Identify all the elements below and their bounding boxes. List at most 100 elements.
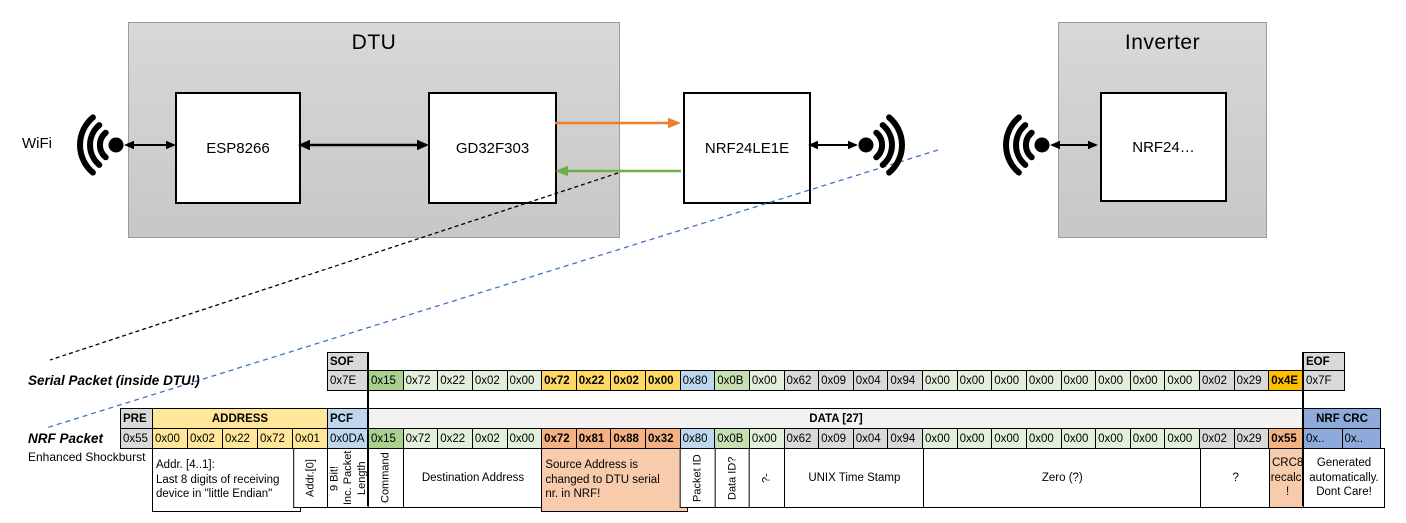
annotation: Command <box>368 448 405 508</box>
byte-cell: 0x00 <box>923 429 958 448</box>
annotation: Data ID? <box>714 448 752 508</box>
byte-cell: 0x22 <box>223 429 258 448</box>
data-left-separator <box>367 352 369 506</box>
byte-cell: 0x04 <box>853 429 889 448</box>
component-esp8266-label: ESP8266 <box>206 139 270 157</box>
serial-packet-label: Serial Packet (inside DTU!) <box>28 373 200 388</box>
byte-cell: 0x0B <box>715 371 750 390</box>
byte-cell: 0x00 <box>1061 371 1097 390</box>
data-header-cell: DATA [27] <box>368 408 1304 429</box>
enhanced-shockburst-label: Enhanced Shockburst <box>28 450 146 464</box>
byte-cell: 0x02 <box>188 429 223 448</box>
component-nrf24le1e-label: NRF24LE1E <box>704 139 790 157</box>
byte-cell: 0x02 <box>472 429 508 448</box>
annotation: CRC8 recalc. ! <box>1269 448 1306 508</box>
byte-cell: 0x72 <box>542 429 577 448</box>
pcf-value-cell: 0x0DA <box>327 428 369 449</box>
component-nrf24-inverter: NRF24… <box>1100 92 1227 202</box>
component-nrf24le1e: NRF24LE1E <box>683 92 811 204</box>
annotation: Destination Address <box>402 448 544 508</box>
pcf-header-cell: PCF <box>327 408 369 429</box>
byte-cell: 0x02 <box>611 371 646 390</box>
inverter-container: Inverter <box>1058 22 1267 238</box>
nrf-crc-header-cell: NRF CRC <box>1303 408 1381 429</box>
eof-value-cell: 0x7F <box>1303 370 1345 391</box>
address-header-cell: ADDRESS <box>152 408 328 429</box>
byte-cell: 0x00 <box>153 429 188 448</box>
byte-cell: 0x00 <box>923 371 958 390</box>
byte-cell: 0x01 <box>293 429 327 448</box>
byte-cell: 0x00 <box>507 429 543 448</box>
component-esp8266: ESP8266 <box>175 92 301 204</box>
byte-cell: 0x02 <box>1200 371 1235 390</box>
data-right-separator <box>1302 352 1304 506</box>
byte-cell: 0x00 <box>749 429 785 448</box>
annotation: Addr. [4..1]: Last 8 digits of receiving… <box>152 448 301 512</box>
wifi-icon-left <box>80 117 123 172</box>
byte-cell: 0x00 <box>1061 429 1097 448</box>
arrow-nrf24le1e-antenna <box>808 140 858 150</box>
annotation: Generated automatically. Dont Care! <box>1303 448 1385 508</box>
antenna-icon-inverter <box>1006 117 1049 172</box>
pre-value-cell: 0x55 <box>120 428 153 449</box>
byte-cell: 0x00 <box>1096 371 1131 390</box>
byte-cell: 0x72 <box>403 429 439 448</box>
byte-cell: 0x72 <box>258 429 293 448</box>
byte-cell: 0x88 <box>611 429 646 448</box>
byte-cell: 0x62 <box>784 429 820 448</box>
annotation: Zero (?) <box>922 448 1202 508</box>
annotation: Packet ID <box>680 448 717 508</box>
annotation: 9 Bit! Inc. Packet Length <box>327 448 371 508</box>
byte-cell: 0x00 <box>1165 429 1200 448</box>
sof-header-cell: SOF <box>327 352 369 371</box>
byte-cell: 0x00 <box>1026 429 1062 448</box>
component-gd32f303: GD32F303 <box>428 92 557 204</box>
byte-cell: 0x00 <box>646 371 681 390</box>
byte-cell: 0x02 <box>1200 429 1235 448</box>
annotation: Source Address is changed to DTU serial … <box>541 448 688 512</box>
byte-cell: 0x22 <box>576 371 612 390</box>
byte-cell: 0x00 <box>957 371 993 390</box>
byte-cell: 0x04 <box>853 371 889 390</box>
byte-cell: 0x02 <box>472 371 508 390</box>
sof-value-cell: 0x7E <box>327 370 369 391</box>
byte-cell: 0x0B <box>715 429 750 448</box>
pre-header-cell: PRE <box>120 408 153 429</box>
byte-cell: 0x81 <box>576 429 612 448</box>
byte-cell: 0x.. <box>1342 429 1380 448</box>
byte-cell: 0x00 <box>957 429 993 448</box>
byte-cell: 0x00 <box>749 371 785 390</box>
byte-cell: 0x15 <box>369 429 404 448</box>
antenna-icon-dtu <box>859 117 902 172</box>
byte-cell: 0x22 <box>438 371 473 390</box>
byte-cell: 0x62 <box>784 371 820 390</box>
byte-cell: 0x29 <box>1234 371 1270 390</box>
byte-cell: 0x00 <box>1130 429 1166 448</box>
byte-cell: 0x09 <box>819 371 854 390</box>
wifi-label: WiFi <box>22 135 52 152</box>
byte-cell: 0x00 <box>1165 371 1200 390</box>
byte-cell: 0x4E <box>1269 371 1303 390</box>
byte-cell: 0x09 <box>819 429 854 448</box>
byte-cell: 0x00 <box>1096 429 1131 448</box>
annotation: ? <box>1200 448 1272 508</box>
eof-header-cell: EOF <box>1303 352 1345 371</box>
byte-cell: 0x15 <box>369 371 404 390</box>
byte-cell: 0x.. <box>1304 429 1343 448</box>
byte-cell: 0x94 <box>888 371 923 390</box>
byte-cell: 0x72 <box>403 371 439 390</box>
annotation: Addr.[0] <box>292 448 330 508</box>
component-gd32f303-label: GD32F303 <box>455 139 530 157</box>
byte-cell: 0x00 <box>992 371 1027 390</box>
annotation: ?- <box>749 448 786 508</box>
inverter-title: Inverter <box>1124 31 1201 54</box>
byte-cell: 0x94 <box>888 429 923 448</box>
byte-cell: 0x80 <box>680 429 716 448</box>
nrf-crc-byte-row: 0x..0x.. <box>1303 428 1381 449</box>
byte-cell: 0x72 <box>542 371 577 390</box>
annotations-band: Addr. [4..1]: Last 8 digits of receiving… <box>0 448 1406 512</box>
component-nrf24-inverter-label: NRF24… <box>1132 138 1195 156</box>
